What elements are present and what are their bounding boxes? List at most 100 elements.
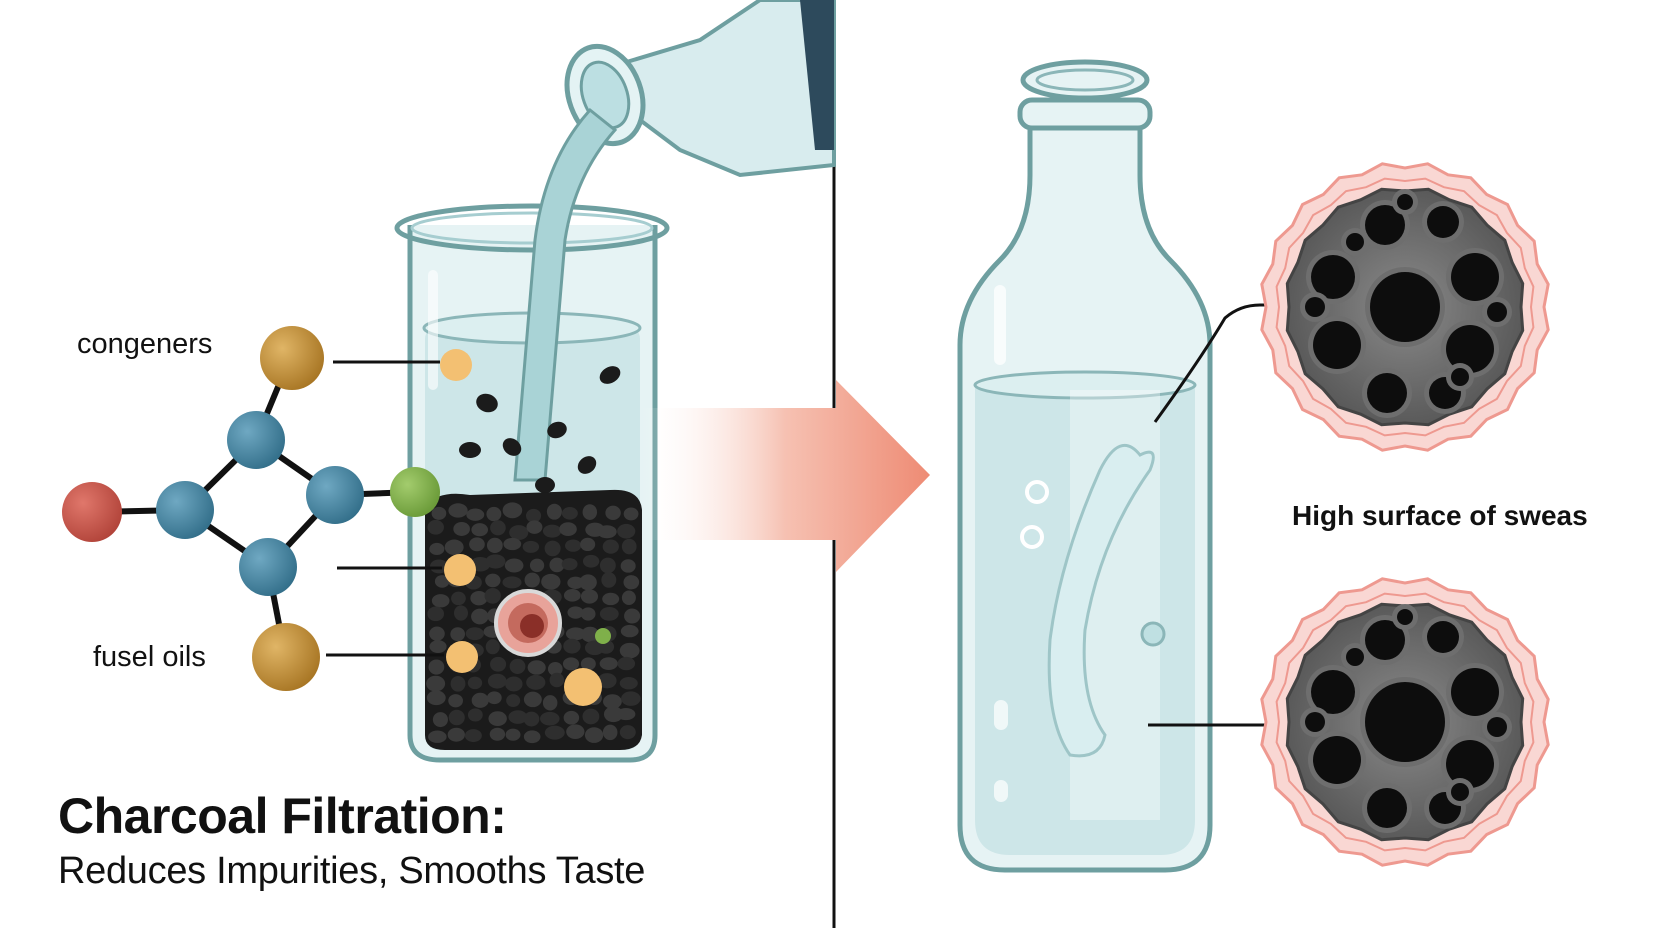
charcoal-pebble bbox=[620, 677, 638, 689]
charcoal-pebble bbox=[485, 588, 501, 604]
charcoal-pebble bbox=[490, 520, 506, 535]
charcoal-pebble bbox=[488, 674, 507, 689]
charcoal-pebble bbox=[565, 539, 581, 551]
atom-red bbox=[62, 482, 122, 542]
charcoal-pebble bbox=[583, 555, 599, 568]
charcoal-pebble bbox=[465, 729, 482, 742]
trapped-impurity bbox=[496, 591, 560, 655]
charcoal-pebble bbox=[427, 606, 444, 621]
charcoal-pebble bbox=[487, 691, 502, 704]
charcoal-pebble bbox=[603, 725, 618, 740]
charcoal-pebble bbox=[471, 609, 488, 625]
label-surface: High surface of sweas bbox=[1292, 500, 1588, 532]
charcoal-pebble bbox=[563, 657, 579, 670]
charcoal-pebble bbox=[526, 675, 545, 690]
charcoal-pebble bbox=[523, 541, 539, 553]
charcoal-pebble bbox=[432, 507, 447, 520]
charcoal-pebble bbox=[526, 520, 542, 533]
charcoal-pebble bbox=[621, 559, 636, 572]
charcoal-pore-cross-section-bottom bbox=[1262, 579, 1548, 865]
charcoal-pebble bbox=[487, 538, 503, 553]
charcoal-pebble bbox=[451, 592, 466, 606]
charcoal-pebble bbox=[545, 541, 561, 557]
charcoal-pebble bbox=[433, 712, 448, 727]
charcoal-pebble bbox=[485, 574, 500, 588]
charcoal-pebble bbox=[564, 589, 581, 602]
charcoal-pebble bbox=[547, 504, 562, 520]
charcoal-pebble bbox=[600, 657, 618, 670]
charcoal-pebble bbox=[579, 574, 597, 590]
charcoal-pebble bbox=[503, 502, 523, 518]
charcoal-pebble bbox=[624, 609, 640, 624]
charcoal-pebble bbox=[466, 509, 484, 521]
charcoal-pebble bbox=[471, 523, 488, 536]
congener-particle bbox=[440, 349, 472, 381]
charcoal-pebble bbox=[510, 659, 526, 674]
fusel-oil-particle bbox=[446, 641, 478, 673]
charcoal-pebble bbox=[585, 727, 603, 743]
charcoal-pebble bbox=[545, 726, 565, 740]
charcoal-pebble bbox=[524, 692, 542, 707]
charcoal-pebble bbox=[506, 729, 521, 741]
charcoal-pebble bbox=[543, 695, 557, 710]
charcoal-pebble bbox=[623, 575, 639, 589]
charcoal-pebble bbox=[448, 694, 463, 707]
charcoal-pebble bbox=[428, 731, 447, 743]
charcoal-pebble bbox=[581, 589, 598, 603]
charcoal-pebble bbox=[600, 607, 619, 621]
charcoal-pebble bbox=[486, 507, 501, 521]
atom-blue bbox=[306, 466, 364, 524]
impurity-particle bbox=[444, 554, 476, 586]
charcoal-pebble bbox=[432, 594, 450, 607]
charcoal-pebble bbox=[426, 676, 445, 692]
charcoal-pebble bbox=[601, 572, 616, 588]
atom-green bbox=[390, 467, 440, 517]
charcoal-pebble bbox=[562, 558, 578, 570]
charcoal-pebble bbox=[429, 626, 445, 640]
charcoal-pebble bbox=[550, 673, 565, 688]
charcoal-pebble bbox=[540, 712, 560, 726]
charcoal-pebble bbox=[530, 559, 544, 572]
charcoal-pebble bbox=[524, 730, 541, 743]
charcoal-pebble bbox=[602, 593, 619, 605]
charcoal-pebble bbox=[490, 657, 506, 672]
charcoal-pebble bbox=[427, 690, 446, 705]
clean-bottle bbox=[960, 62, 1210, 870]
charcoal-pebble bbox=[564, 711, 580, 725]
charcoal-pebble bbox=[427, 520, 443, 535]
charcoal-pebble bbox=[622, 591, 636, 605]
charcoal-pebble bbox=[454, 605, 468, 620]
diagram-subtitle: Reduces Impurities, Smooths Taste bbox=[58, 850, 645, 893]
charcoal-pebble bbox=[466, 627, 484, 640]
charcoal-pebble bbox=[603, 540, 619, 554]
charcoal-pebble bbox=[566, 724, 584, 739]
charcoal-pebble bbox=[448, 728, 465, 742]
charcoal-pebble bbox=[468, 677, 482, 689]
charcoal-pebble bbox=[528, 660, 546, 674]
charcoal-pebble bbox=[450, 627, 465, 641]
charcoal-pebble bbox=[624, 507, 639, 520]
charcoal-pebble bbox=[429, 543, 444, 555]
atom-gold-top bbox=[260, 326, 324, 390]
atom-gold-bottom bbox=[252, 623, 320, 691]
charcoal-pebble bbox=[605, 506, 620, 520]
charcoal-pebble bbox=[563, 639, 580, 654]
charcoal-pebble bbox=[620, 643, 640, 659]
charcoal-pebble bbox=[505, 558, 524, 572]
charcoal-pebble bbox=[583, 504, 597, 520]
charcoal-pebble bbox=[486, 554, 506, 568]
charcoal-pebble bbox=[448, 503, 467, 517]
charcoal-pebble bbox=[472, 693, 489, 708]
charcoal-pebble bbox=[620, 725, 636, 739]
charcoal-pebble bbox=[505, 676, 522, 691]
charcoal-pebble bbox=[490, 728, 505, 741]
charcoal-pebble bbox=[486, 639, 500, 654]
charcoal-pebble bbox=[617, 524, 635, 539]
charcoal-pebble bbox=[525, 573, 540, 588]
impurity-particle bbox=[564, 668, 602, 706]
atom-blue bbox=[156, 481, 214, 539]
charcoal-pebble bbox=[509, 525, 528, 540]
charcoal-pebble bbox=[622, 539, 637, 555]
charcoal-pebble bbox=[453, 522, 470, 536]
charcoal-pebble bbox=[488, 711, 506, 726]
